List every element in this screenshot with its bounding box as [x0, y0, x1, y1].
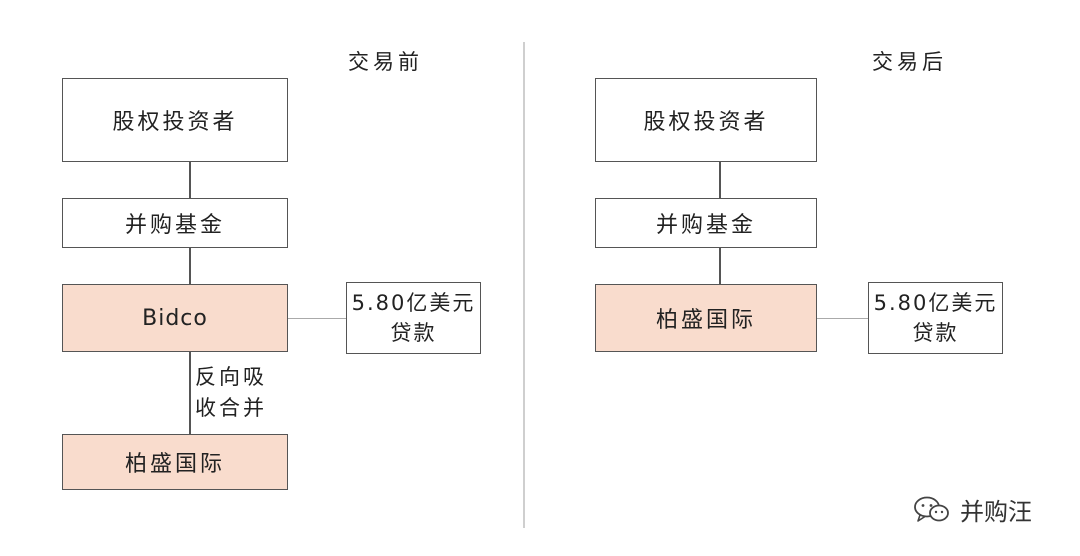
- before-loan-label: 贷款: [390, 321, 437, 345]
- watermark: 并购汪: [912, 492, 1032, 527]
- after-loan-connector: [817, 318, 868, 319]
- after-connector-fund-target: [719, 248, 721, 284]
- after-loan-amount: 5.80亿美元: [873, 291, 998, 315]
- before-ma-fund-box: 并购基金: [62, 198, 288, 248]
- before-connector-fund-bidco: [189, 248, 191, 284]
- before-connector-bidco-target: [189, 352, 191, 434]
- after-target-box: 柏盛国际: [595, 284, 817, 352]
- after-loan-box: 5.80亿美元 贷款: [868, 282, 1003, 354]
- before-target-box: 柏盛国际: [62, 434, 288, 490]
- reverse-merger-line2: 收合并: [195, 396, 267, 420]
- wechat-icon: [914, 496, 949, 522]
- before-target-label: 柏盛国际: [124, 452, 225, 477]
- panel-divider: [523, 42, 525, 528]
- before-loan-amount: 5.80亿美元: [351, 291, 476, 315]
- bidco-box: Bidco: [62, 284, 288, 352]
- before-heading: 交易前: [348, 50, 423, 74]
- after-heading: 交易后: [872, 50, 947, 74]
- watermark-text: 并购汪: [960, 498, 1032, 526]
- bidco-label: Bidco: [142, 305, 208, 331]
- after-equity-investors-label: 股权投资者: [643, 110, 769, 135]
- before-loan-box: 5.80亿美元 贷款: [346, 282, 481, 354]
- after-target-label: 柏盛国际: [655, 308, 756, 333]
- reverse-merger-line1: 反向吸: [195, 365, 267, 389]
- before-equity-investors-label: 股权投资者: [112, 110, 238, 135]
- after-ma-fund-box: 并购基金: [595, 198, 817, 248]
- reverse-merger-label: 反向吸 收合并: [195, 362, 267, 424]
- before-loan-connector: [288, 318, 346, 319]
- before-equity-investors-box: 股权投资者: [62, 78, 288, 162]
- after-ma-fund-label: 并购基金: [655, 213, 756, 238]
- after-connector-investors-fund: [719, 162, 721, 198]
- before-connector-investors-fund: [189, 162, 191, 198]
- before-ma-fund-label: 并购基金: [124, 213, 225, 238]
- after-equity-investors-box: 股权投资者: [595, 78, 817, 162]
- after-loan-label: 贷款: [912, 321, 959, 345]
